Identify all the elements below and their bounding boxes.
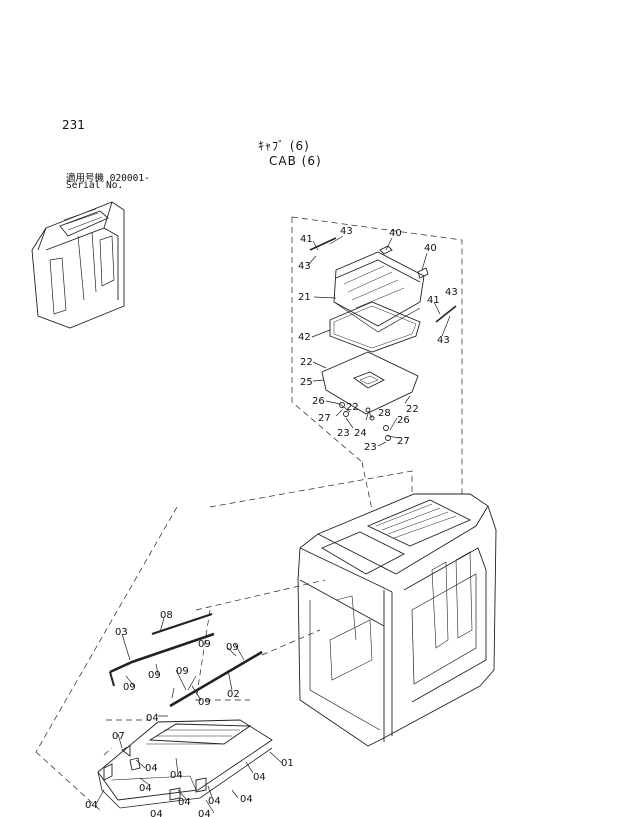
callout-03: 03 [115,627,128,638]
callout-04k: 04 [150,809,163,817]
callout-21: 21 [298,292,311,303]
callout-07: 07 [112,731,125,742]
callout-27a: 27 [318,413,331,424]
callout-04f: 04 [85,800,98,811]
callout-04h: 04 [208,796,221,807]
callout-22a: 22 [300,357,313,368]
callout-04b: 04 [145,763,158,774]
callout-04j: 04 [198,809,211,817]
callout-09d: 09 [176,666,189,677]
serial-number-label: Serial No. [66,180,124,191]
callout-24: 24 [354,428,367,439]
cab-body [297,493,497,747]
latch-40 [379,245,429,279]
callout-25: 25 [300,377,313,388]
callout-40a: 40 [389,228,402,239]
callout-22c: 22 [406,404,419,415]
page-number: 231 [62,118,85,132]
callout-04a: 04 [146,713,159,724]
title-english: CAB (6) [269,154,322,168]
callout-09c: 09 [148,670,161,681]
callout-43a: 43 [340,226,353,237]
callout-41b: 41 [427,295,440,306]
clips-04 [103,757,207,801]
callout-01: 01 [281,758,294,769]
serial-applicable-label: 適用号機 020001- [66,173,150,184]
callout-43b: 43 [298,261,311,272]
callout-09f: 09 [198,697,211,708]
callout-04d: 04 [253,772,266,783]
callout-02: 02 [227,689,240,700]
callout-23b: 23 [364,442,377,453]
seal-02 [169,650,263,708]
callout-08: 08 [160,610,173,621]
seal-42 [329,301,421,353]
callout-40b: 40 [424,243,437,254]
roof-panel-01 [97,719,273,809]
seal-08 [151,612,213,636]
callout-28: 28 [378,408,391,419]
sunroof-cover-21 [333,251,425,333]
bracket-07 [121,745,131,757]
reference-cab-thumbnail [31,201,125,329]
leader-lines [95,235,451,814]
callout-04c: 04 [170,770,183,781]
callout-09b: 09 [226,642,239,653]
fasteners-23-28 [339,402,391,441]
callout-27b: 27 [397,436,410,447]
callout-43c: 43 [445,287,458,298]
callout-labels: 43 40 41 40 43 21 41 43 42 43 22 25 26 2… [85,226,458,817]
seal-03 [109,632,215,687]
callout-41a: 41 [300,234,313,245]
callout-23a: 23 [337,428,350,439]
callout-04i: 04 [240,794,253,805]
title-japanese: ｷｬﾌﾞ (6) [258,139,310,153]
callout-42: 42 [298,332,311,343]
callout-04e: 04 [139,783,152,794]
glass-frame-25 [321,351,419,415]
callout-04g: 04 [178,797,191,808]
handle-rods-41-43 [309,237,457,323]
explode-guide-lines [35,216,463,811]
callout-26b: 26 [397,415,410,426]
callout-09a: 09 [198,639,211,650]
callout-22b: 22 [346,402,359,413]
callout-43d: 43 [437,335,450,346]
callout-26a: 26 [312,396,325,407]
callout-09e: 09 [123,682,136,693]
